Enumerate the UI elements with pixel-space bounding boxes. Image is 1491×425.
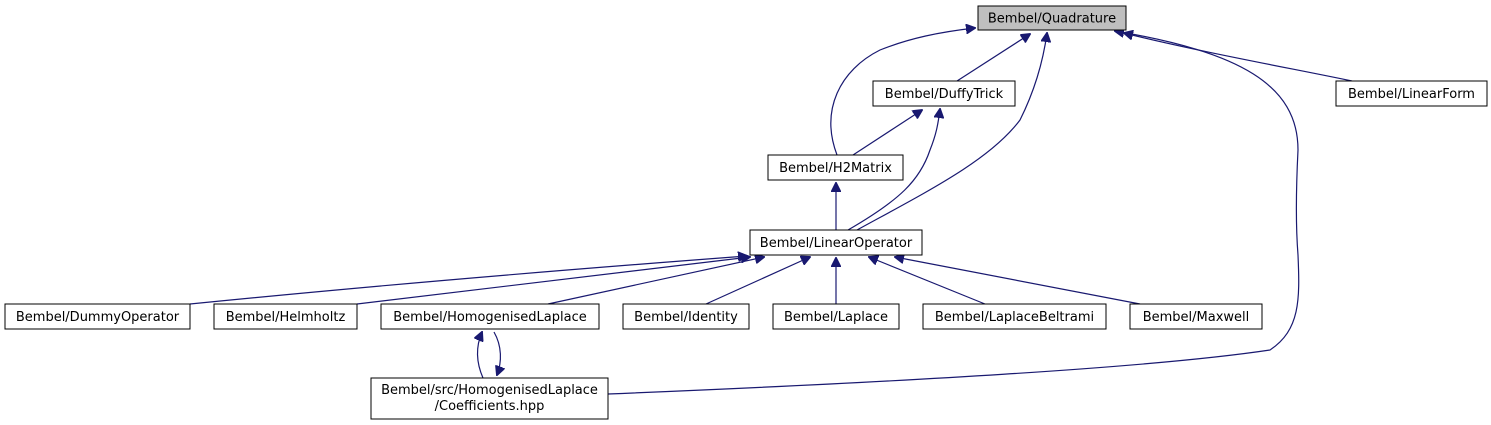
edge-linearform-to-quadrature <box>1124 33 1353 82</box>
node-box <box>922 303 1107 330</box>
node-box <box>213 303 358 330</box>
edge-coeff-to-quadrature <box>607 31 1300 395</box>
node-label: /Coefficients.hpp <box>435 399 545 414</box>
node-box <box>622 303 750 330</box>
edge-homog-to-coeff <box>493 331 500 375</box>
edge-arrow <box>869 257 986 305</box>
node-label: Bembel/LaplaceBeltrami <box>935 310 1094 325</box>
edge-linearop-to-duffy <box>847 109 940 231</box>
node-label: Bembel/H2Matrix <box>779 161 892 176</box>
node-laplace[interactable]: Bembel/Laplace <box>772 303 900 330</box>
edge-arrow <box>847 109 940 231</box>
node-helmholtz[interactable]: Bembel/Helmholtz <box>213 303 358 330</box>
node-laplacebeltrami[interactable]: Bembel/LaplaceBeltrami <box>922 303 1107 330</box>
node-box <box>1129 303 1263 330</box>
node-dummy[interactable]: Bembel/DummyOperator <box>4 303 191 330</box>
node-label: Bembel/Helmholtz <box>226 310 346 325</box>
edges-layer <box>189 28 1353 395</box>
edge-arrow <box>856 33 1047 231</box>
node-box <box>767 154 904 181</box>
node-label: Bembel/src/HomogenisedLaplace <box>381 383 598 398</box>
edge-maxwell-to-linearop <box>895 257 1141 305</box>
node-label: Bembel/Quadrature <box>988 12 1116 27</box>
node-quadrature[interactable]: Bembel/Quadrature <box>977 5 1127 31</box>
edge-duffy-to-quadrature <box>956 34 1030 82</box>
edge-dummy-to-linearop <box>189 256 747 305</box>
node-label: Bembel/HomogenisedLaplace <box>393 310 586 325</box>
node-maxwell[interactable]: Bembel/Maxwell <box>1129 303 1263 330</box>
edge-arrow <box>852 110 922 156</box>
edge-arrow <box>547 257 764 305</box>
edge-linearop-to-quadrature <box>856 33 1047 231</box>
edge-arrow <box>895 257 1141 305</box>
edge-arrow <box>607 31 1300 395</box>
node-label: Bembel/Maxwell <box>1143 310 1250 325</box>
node-box <box>370 377 609 420</box>
edge-identity-to-linearop <box>705 257 810 305</box>
node-box <box>4 303 191 330</box>
node-box <box>872 80 1016 107</box>
edge-arrow <box>1124 33 1353 82</box>
node-box <box>772 303 900 330</box>
node-linearop[interactable]: Bembel/LinearOperator <box>749 229 923 256</box>
node-duffy[interactable]: Bembel/DuffyTrick <box>872 80 1016 107</box>
node-coeff[interactable]: Bembel/src/HomogenisedLaplace/Coefficien… <box>370 377 609 420</box>
node-label: Bembel/DuffyTrick <box>885 87 1004 102</box>
node-label: Bembel/DummyOperator <box>16 310 180 325</box>
edge-arrow <box>956 34 1030 82</box>
node-box <box>380 303 600 330</box>
node-label: Bembel/Laplace <box>784 310 888 325</box>
edge-arrow <box>478 332 483 379</box>
edge-arrow <box>830 28 975 156</box>
node-homog[interactable]: Bembel/HomogenisedLaplace <box>380 303 600 330</box>
node-box <box>1335 80 1488 107</box>
node-box <box>749 229 923 256</box>
node-box <box>977 5 1127 31</box>
edge-homog-to-linearop <box>547 257 764 305</box>
edge-h2matrix-to-duffy <box>852 110 922 156</box>
edge-arrow <box>493 331 500 375</box>
edge-laplacebeltrami-to-linearop <box>869 257 986 305</box>
edge-arrow <box>705 257 810 305</box>
node-linearform[interactable]: Bembel/LinearForm <box>1335 80 1488 107</box>
edge-coeff-to-homog <box>478 332 483 379</box>
node-label: Bembel/LinearOperator <box>760 236 913 251</box>
node-h2matrix[interactable]: Bembel/H2Matrix <box>767 154 904 181</box>
node-label: Bembel/Identity <box>634 310 738 325</box>
edge-arrow <box>189 256 747 305</box>
edge-arrow <box>356 257 750 305</box>
node-label: Bembel/LinearForm <box>1348 87 1475 102</box>
node-identity[interactable]: Bembel/Identity <box>622 303 750 330</box>
edge-h2matrix-to-quadrature <box>830 28 975 156</box>
edge-helmholtz-to-linearop <box>356 257 750 305</box>
